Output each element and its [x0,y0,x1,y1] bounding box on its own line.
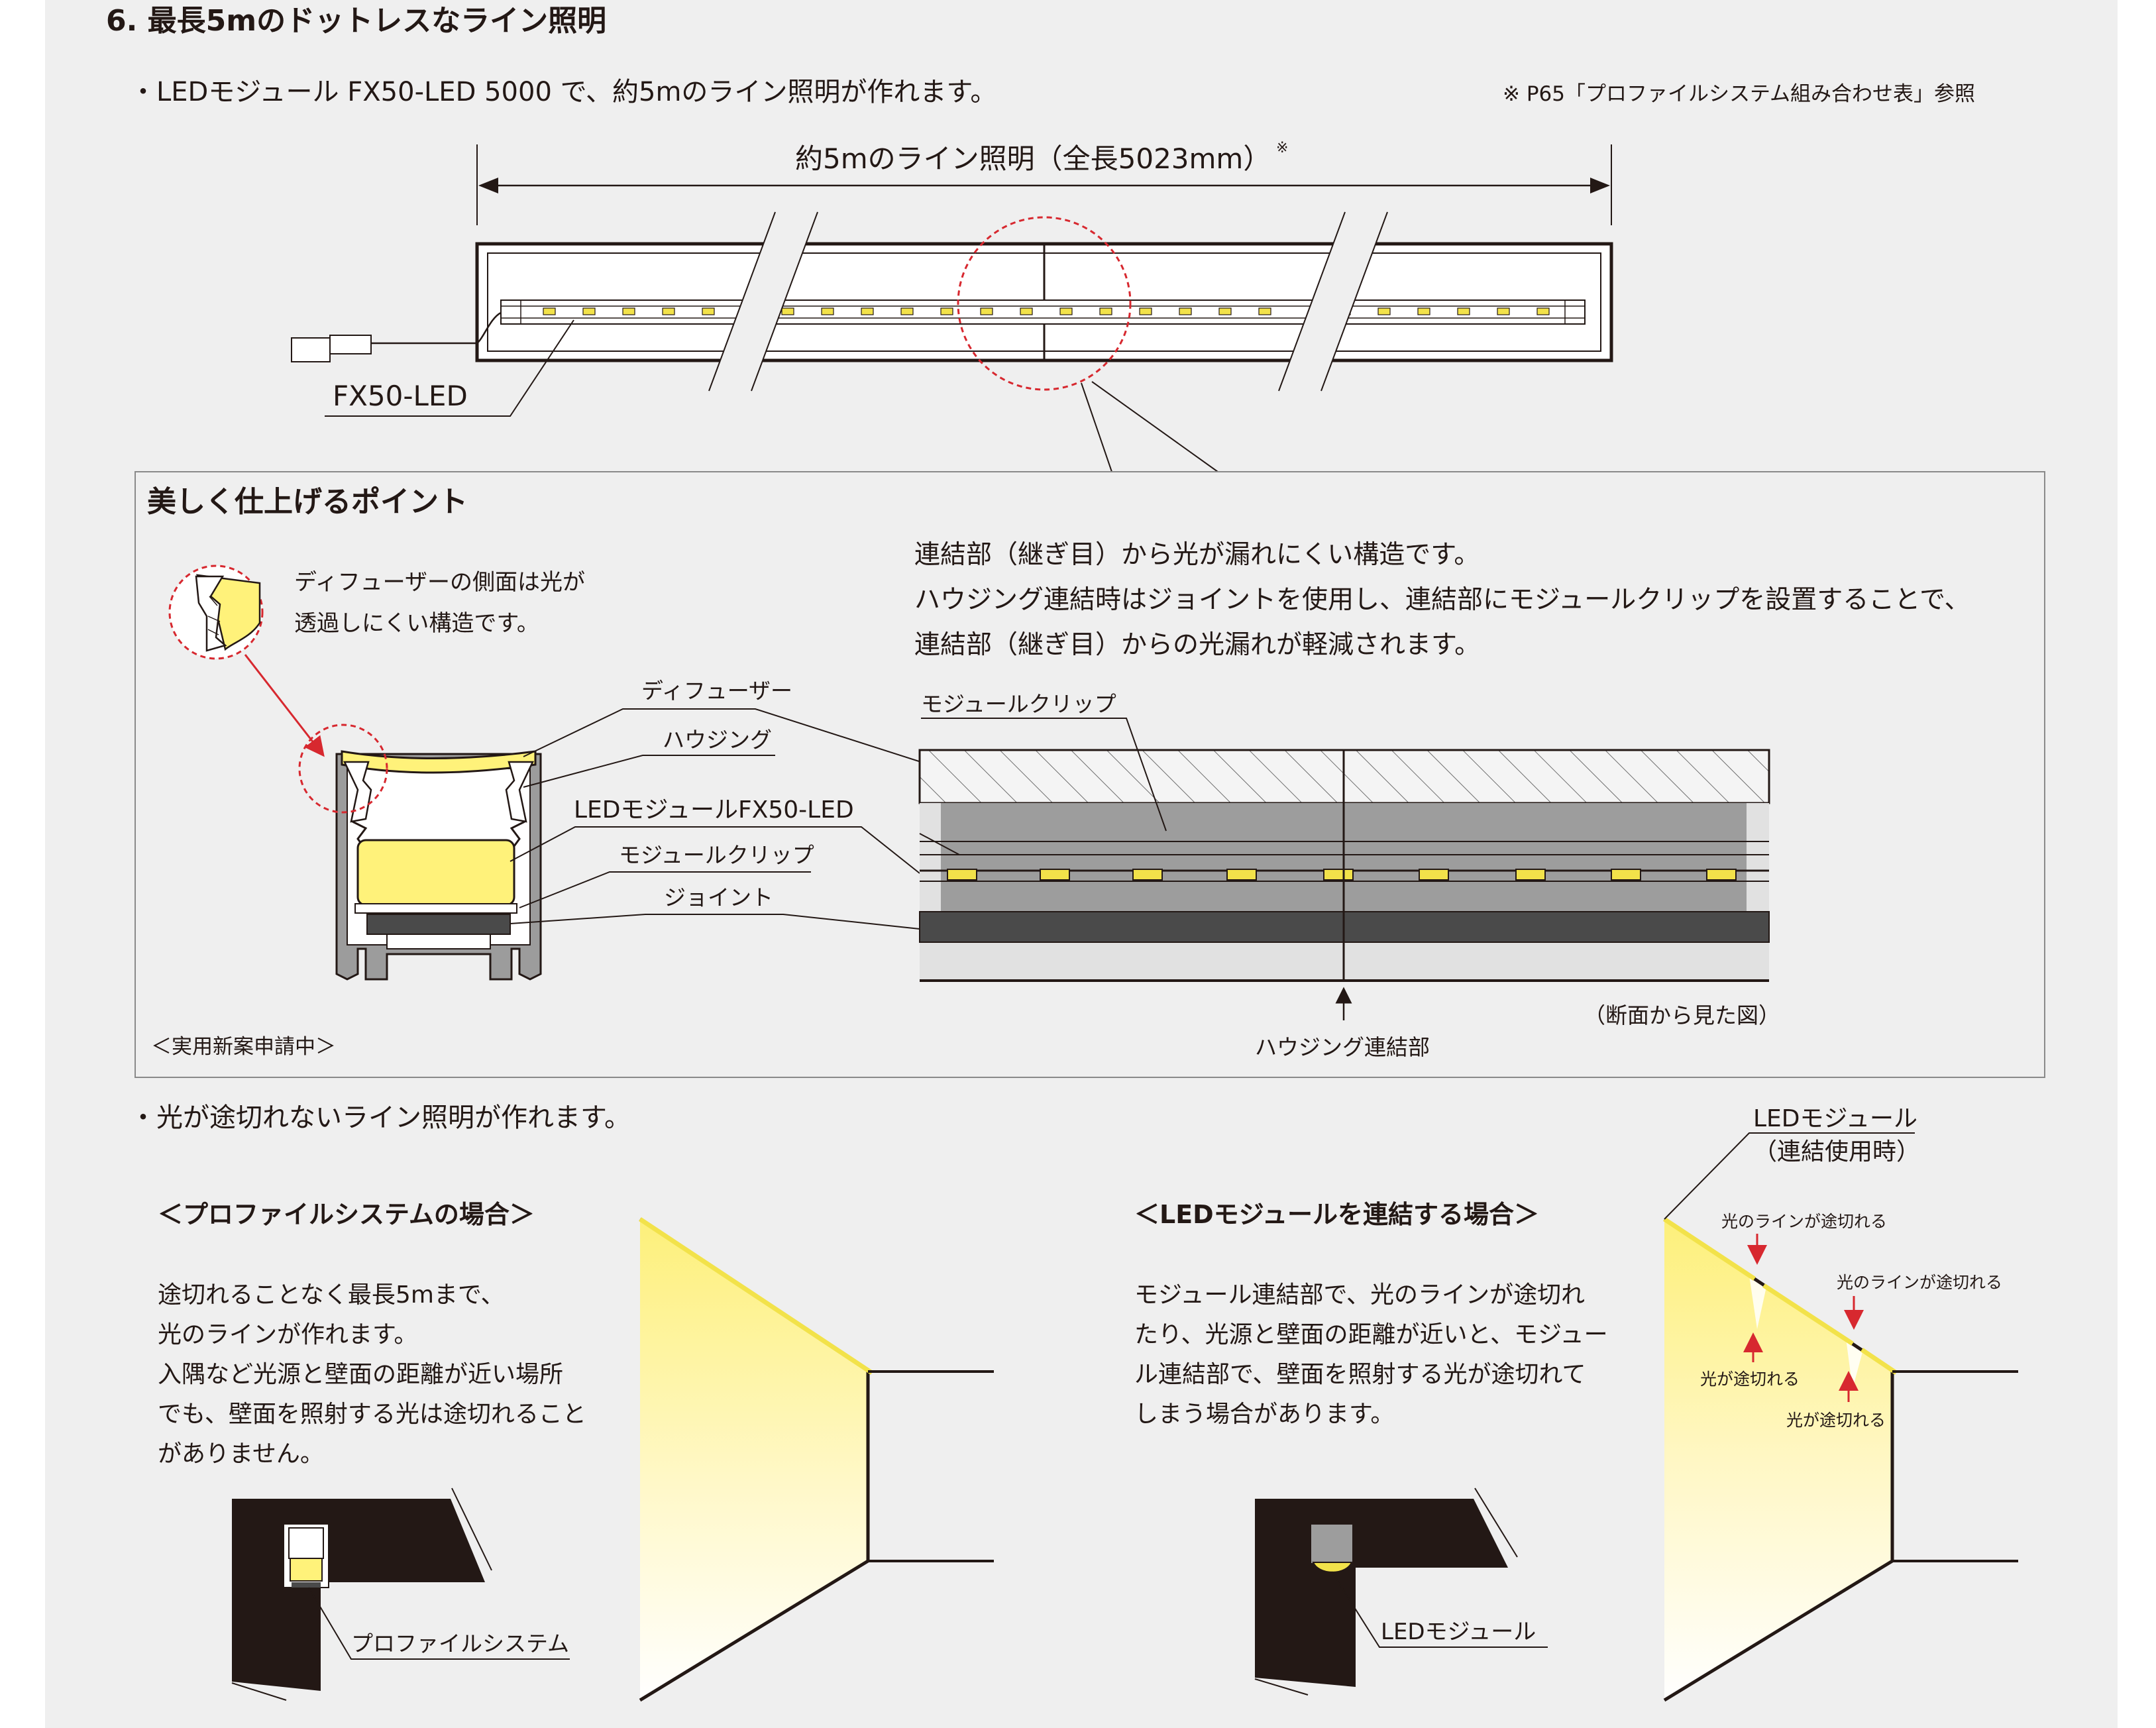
section-clip-label: モジュールクリップ [921,691,1116,717]
diffuser-detail [168,565,325,757]
housing-joint-label: ハウジング連結部 [1255,1034,1430,1060]
part-leaders [510,708,922,930]
point-box [135,471,2045,1078]
dimension-label: 約5mのライン照明（全長5023mm） [795,142,1271,175]
section-view-note: （断面から見た図） [1584,1002,1780,1028]
led-dots [543,307,1550,315]
label-led-module: LEDモジュールFX50-LED [574,796,854,824]
led-case-line3: ル連結部で、壁面を照射する光が途切れて [1134,1361,1586,1388]
section-title: 6. 最長5mのドットレスなライン照明 [106,4,606,38]
reference-note: ※ P65「プロファイルシステム組み合わせ表」参照 [1503,82,1975,106]
label-housing: ハウジング [663,727,772,753]
label-module-clip: モジュールクリップ [619,842,814,868]
line-break-label-1: 光のラインが途切れる [1721,1212,1887,1231]
patent-note: ＜実用新案申請中＞ [151,1035,336,1059]
zoom-circle [957,216,1132,391]
module-label: FX50-LED [333,380,468,412]
profile-case-line1: 途切れることなく最長5mまで、 [158,1281,504,1309]
led-case-line2: たり、光源と壁面の距離が近いと、モジュー [1134,1321,1608,1348]
profile-cross-section [298,724,542,981]
light-break-label-1: 光が途切れる [1700,1370,1800,1389]
led-ceiling-illustration [1254,1487,1548,1696]
profile-label: プロファイルシステム [351,1631,569,1656]
led-module-label-line1: LEDモジュール [1753,1105,1917,1132]
zoom-leader-right [1091,381,1218,472]
led-module-label-line2: （連結使用時） [1753,1138,1920,1165]
light-break-label-2: 光が途切れる [1786,1411,1886,1430]
point-box-title: 美しく仕上げるポイント [147,485,468,519]
joint-note-line1: 連結部（継ぎ目）から光が漏れにくい構造です。 [914,540,1480,570]
joint-section-view [918,718,1770,1020]
profile-wall-illustration [639,1217,994,1702]
profile-ceiling-illustration [231,1487,570,1701]
profile-case-heading: ＜プロファイルシステムの場合＞ [158,1200,535,1229]
diffuser-note-line2: 透過しにくい構造です。 [294,610,539,637]
led-wall-illustration [1663,1132,2018,1702]
profile-case-line3: 入隅など光源と壁面の距離が近い場所 [158,1361,563,1388]
led-case-heading: ＜LEDモジュールを連結する場合＞ [1134,1200,1539,1229]
profile-case-line2: 光のラインが作れます。 [158,1321,417,1348]
led-label: LEDモジュール [1381,1619,1536,1645]
label-diffuser: ディフューザー [641,678,792,704]
dimension-mark: ※ [1276,140,1288,156]
led-case-line4: しまう場合があります。 [1134,1401,1394,1428]
line-break-label-2: 光のラインが途切れる [1837,1273,2002,1292]
profile-case-line4: でも、壁面を照射する光は途切れること [158,1401,586,1428]
joint-note-line3: 連結部（継ぎ目）からの光漏れが軽減されます。 [914,630,1480,660]
dimension-line [476,144,1612,225]
profile-case-line5: がありません。 [158,1440,324,1468]
bullet-text-1: ・LEDモジュール FX50-LED 5000 で、約5mのライン照明が作れます… [130,77,997,107]
long-housing [291,211,1613,417]
label-joint: ジョイント [664,885,773,910]
zoom-leader-left [1081,382,1112,472]
led-case-line1: モジュール連結部で、光のラインが途切れ [1134,1281,1585,1309]
bullet-text-2: ・光が途切れないライン照明が作れます。 [130,1103,631,1133]
joint-note-line2: ハウジング連結時はジョイントを使用し、連結部にモジュールクリップを設置することで… [914,585,1970,615]
diffuser-note-line1: ディフューザーの側面は光が [294,569,585,596]
